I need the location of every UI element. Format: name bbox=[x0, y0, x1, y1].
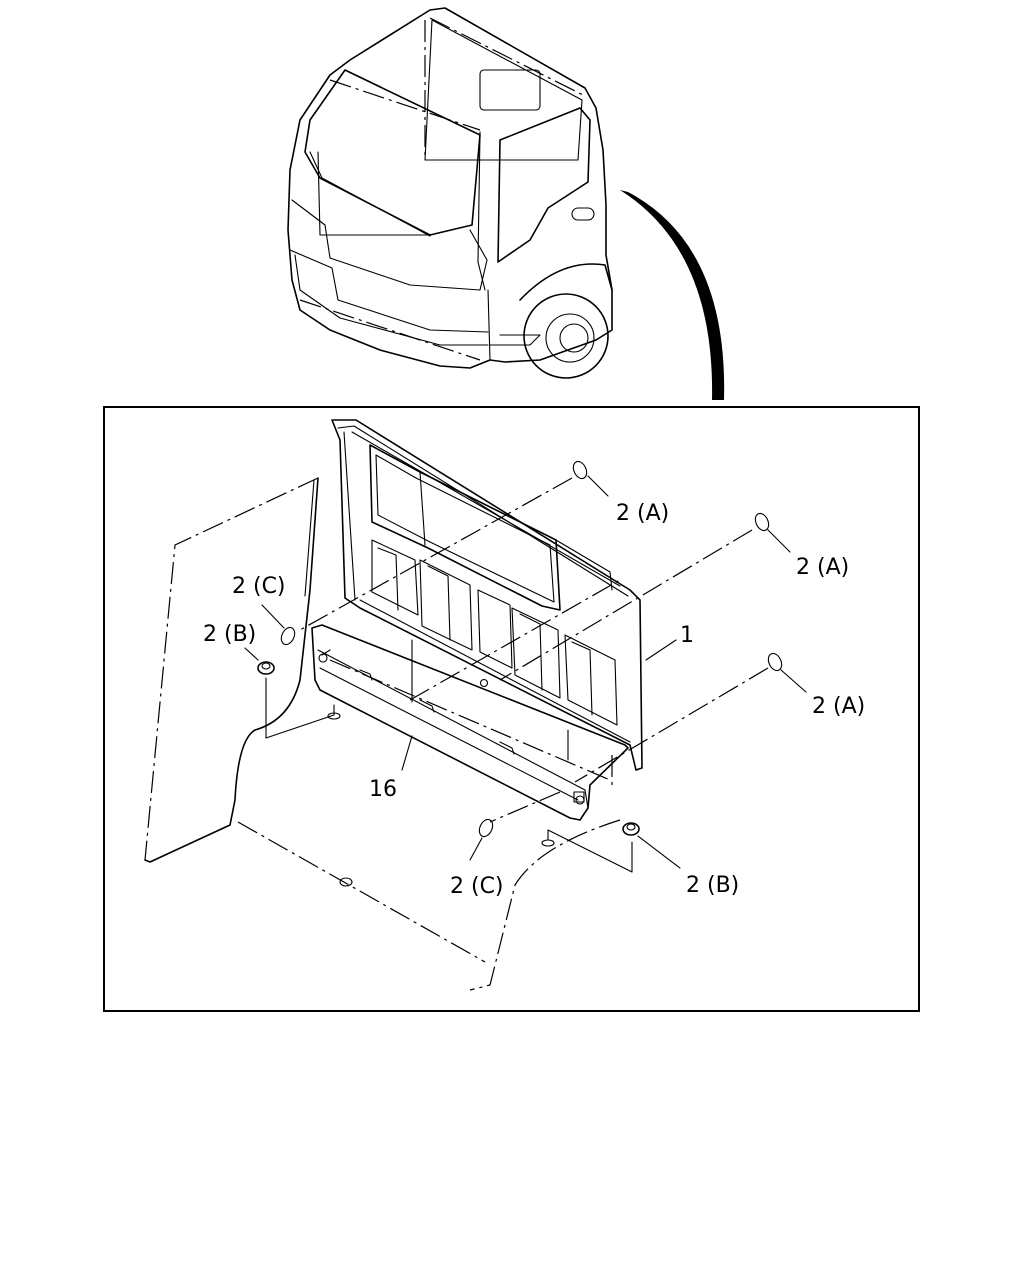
leader-part-1 bbox=[645, 639, 677, 661]
rear-panel-part-1 bbox=[331, 419, 643, 771]
left-side-panel bbox=[144, 477, 319, 863]
grommet-2b-right bbox=[622, 822, 681, 869]
callout-2a-low: 2 (A) bbox=[812, 694, 865, 719]
leader-part-16 bbox=[401, 735, 413, 771]
callout-2b-right: 2 (B) bbox=[686, 873, 739, 898]
callout-2b-left: 2 (B) bbox=[203, 622, 256, 647]
clip-bracket-lines bbox=[265, 677, 633, 873]
callout-part-1: 1 bbox=[680, 623, 694, 648]
callout-2c-bottom: 2 (C) bbox=[450, 874, 504, 899]
clip-2c-left bbox=[261, 604, 296, 646]
callout-2a-mid: 2 (A) bbox=[796, 555, 849, 580]
clip-2a-low bbox=[767, 652, 807, 693]
callout-part-16: 16 bbox=[369, 777, 397, 802]
callout-2a-top: 2 (A) bbox=[616, 501, 669, 526]
clip-leader-lines bbox=[299, 477, 769, 823]
floor-guide-lines bbox=[237, 819, 621, 991]
detail-frame bbox=[103, 406, 920, 1012]
grommet-2b-left bbox=[244, 647, 275, 675]
bottom-rail-part-16 bbox=[311, 624, 629, 821]
detail-pointer-arc bbox=[620, 190, 725, 400]
callout-2c-left: 2 (C) bbox=[232, 574, 286, 599]
clip-2c-bottom bbox=[469, 818, 494, 861]
clip-2a-mid bbox=[754, 512, 791, 553]
clip-2a-top bbox=[572, 460, 609, 497]
truck-cab-illustration bbox=[287, 7, 613, 379]
